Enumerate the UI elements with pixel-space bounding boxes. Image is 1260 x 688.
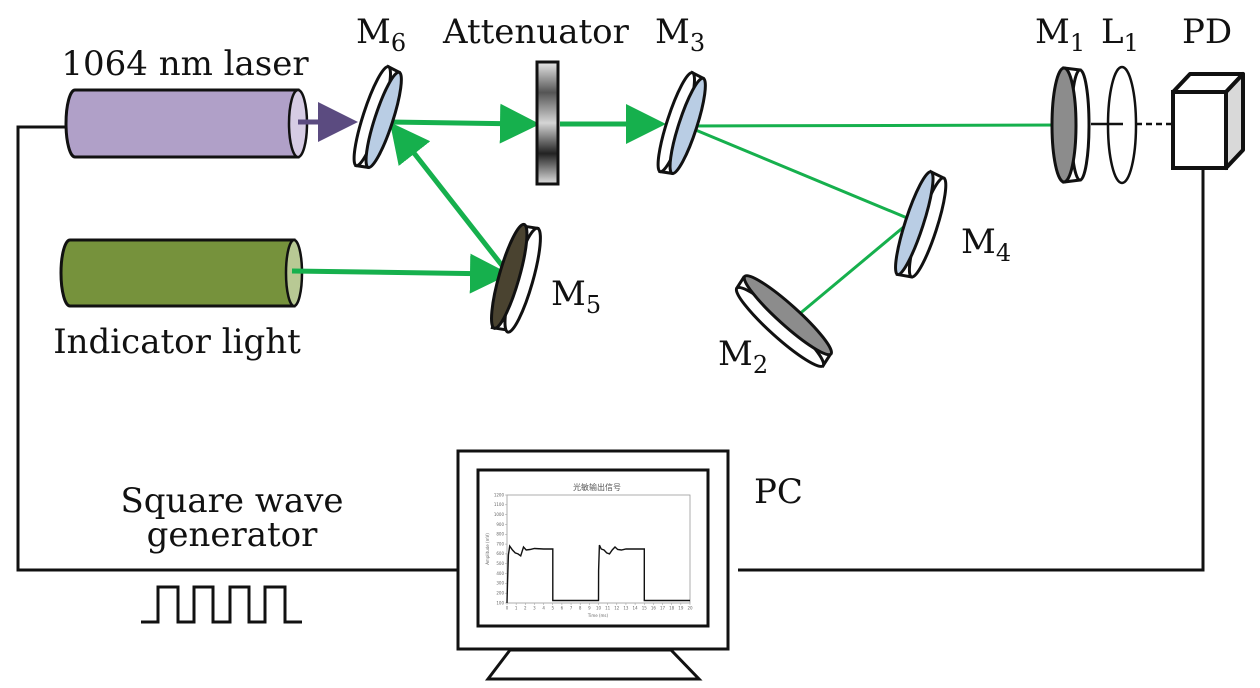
beam-m5-to-m6 <box>389 122 506 270</box>
mirror-m5 <box>490 222 542 334</box>
chart-series-line <box>506 544 690 604</box>
chart-y-tick-label: 100 <box>496 600 504 605</box>
chart-x-tick-label: 3 <box>533 606 536 611</box>
chart-x-tick-label: 9 <box>588 606 591 611</box>
attenuator-filter <box>535 60 560 186</box>
beam-m3-to-m1 <box>685 123 1065 128</box>
beam-m3-to-m4 <box>685 124 913 222</box>
mirror-m2 <box>734 274 833 369</box>
chart-y-tick-label: 200 <box>496 590 504 595</box>
chart-x-tick-label: 14 <box>633 606 639 611</box>
laser-body <box>64 88 300 159</box>
label-generator-line2: generator <box>147 515 319 555</box>
beam-m6-to-attenuator <box>389 103 540 144</box>
label-m1: M1 <box>1035 12 1085 57</box>
chart-x-tick-label: 15 <box>642 606 648 611</box>
chart-x-tick-label: 12 <box>614 606 620 611</box>
chart-x-tick-label: 8 <box>579 606 582 611</box>
chart-x-tick-label: 16 <box>651 606 657 611</box>
chart-x-label: Time (ms) <box>587 613 609 618</box>
screen-chart: 光敏输出信号 100200300400500600700800900100011… <box>485 482 693 618</box>
chart-x-tick-label: 4 <box>542 606 545 611</box>
chart-y-tick-label: 500 <box>496 561 504 566</box>
label-pc: PC <box>754 472 803 512</box>
wire-laser-to-generator <box>16 125 458 572</box>
beam-m4-to-m2 <box>796 218 913 318</box>
signal-wires <box>16 125 1205 572</box>
label-m2: M2 <box>718 334 768 379</box>
label-m5: M5 <box>551 274 601 319</box>
chart-title: 光敏输出信号 <box>573 482 621 492</box>
indicator-light <box>59 238 304 308</box>
chart-x-tick-label: 13 <box>623 606 629 611</box>
square-wave-icon <box>141 585 302 624</box>
laser-1064nm <box>64 88 309 159</box>
chart-x-tick-label: 7 <box>570 606 573 611</box>
label-m6: M6 <box>356 12 406 57</box>
chart-y-tick-label: 1100 <box>494 502 505 507</box>
indicator-body <box>59 238 296 308</box>
beam-indicator-to-m5 <box>291 253 510 294</box>
chart-x-tick-label: 6 <box>561 606 564 611</box>
label-generator-line1: Square wave <box>120 481 343 521</box>
mirror-m4 <box>894 169 948 279</box>
chart-y-label: Amplitude (mV) <box>485 533 490 565</box>
label-l1: L1 <box>1101 12 1139 57</box>
chart-y-tick-label: 900 <box>496 522 504 527</box>
label-m4: M4 <box>961 222 1011 267</box>
chart-x-tick-label: 18 <box>669 606 675 611</box>
beam-paths <box>291 103 1065 318</box>
chart-x-tick-label: 1 <box>515 606 518 611</box>
chart-y-tick-label: 700 <box>496 541 504 546</box>
chart-x-tick-label: 10 <box>596 606 602 611</box>
chart-x-tick-label: 2 <box>524 606 527 611</box>
label-indicator: Indicator light <box>53 322 301 362</box>
photodetector <box>1171 72 1245 170</box>
label-attenuator: Attenuator <box>442 12 630 52</box>
chart-x-tick-label: 11 <box>605 606 611 611</box>
chart-y-tick-label: 1200 <box>494 492 505 497</box>
chart-x-tick-label: 0 <box>506 606 509 611</box>
wire-pc-to-pd <box>738 168 1205 572</box>
mirror-m6 <box>352 64 403 170</box>
mirror-m1 <box>1050 66 1091 184</box>
label-m3: M3 <box>655 12 705 57</box>
chart-y-tick-label: 1000 <box>494 512 505 517</box>
chart-y-tick-label: 400 <box>496 571 504 576</box>
mirror-m3 <box>656 70 707 176</box>
chart-y-tick-label: 300 <box>496 581 504 586</box>
monitor-stand <box>484 648 703 681</box>
chart-y-tick-label: 800 <box>496 532 504 537</box>
chart-x-tick-label: 19 <box>678 606 684 611</box>
label-pd: PD <box>1182 12 1232 52</box>
chart-y-ticks: 100 200 300 400 500 600 700 800 900 1000 1100 1200 <box>494 492 507 605</box>
chart-x-tick-label: 17 <box>660 606 666 611</box>
chart-y-tick-label: 600 <box>496 551 504 556</box>
label-laser: 1064 nm laser <box>61 44 309 84</box>
chart-x-tick-label: 20 <box>687 606 693 611</box>
chart-x-tick-label: 5 <box>551 606 554 611</box>
